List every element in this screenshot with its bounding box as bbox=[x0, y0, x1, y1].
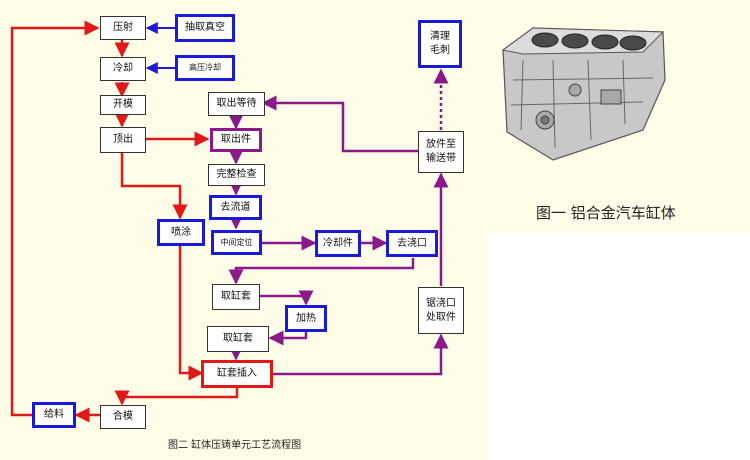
node-hemo: 合模 bbox=[100, 405, 146, 429]
node-gtcharu: 缸套插入 bbox=[201, 360, 273, 388]
node-qingli: 清理 毛刺 bbox=[418, 20, 462, 68]
node-jiare: 加热 bbox=[285, 305, 327, 332]
arrow-geiliao-yashe bbox=[10, 20, 100, 417]
arrow-jiare-qgt2 bbox=[268, 330, 308, 346]
node-qgt2: 取缸套 bbox=[207, 326, 269, 352]
node-geiliao: 给料 bbox=[32, 402, 76, 428]
node-yashe: 压射 bbox=[100, 16, 146, 40]
arrow-gtcharu-jujiaokou bbox=[272, 333, 449, 376]
engine-block-image bbox=[501, 27, 666, 161]
node-gaoya: 高压冷却 bbox=[175, 55, 235, 81]
arrow-dingchu-pentu bbox=[120, 152, 188, 220]
node-jujiaokou: 锯浇口 处取件 bbox=[418, 287, 464, 334]
node-jiaokou: 去浇口 bbox=[386, 230, 438, 257]
photo-caption: 图一 铝合金汽车缸体 bbox=[536, 204, 676, 222]
arrow-fangjian-qcdengdai bbox=[261, 95, 418, 153]
node-wanzheng: 完整检查 bbox=[208, 164, 265, 186]
arrow-pentu-gtcharu bbox=[178, 245, 204, 381]
node-qgt1: 取缸套 bbox=[212, 284, 260, 310]
arrow-jiaokou-qgt1 bbox=[228, 258, 415, 285]
node-qcdengdai: 取出等待 bbox=[208, 92, 265, 116]
node-lengquejian: 冷却件 bbox=[315, 230, 361, 257]
node-chouqu: 抽取真空 bbox=[175, 14, 235, 42]
node-pentu: 喷涂 bbox=[157, 219, 205, 246]
arrow-gtcharu-hemo bbox=[114, 386, 239, 406]
node-fangjian: 放件至 输送带 bbox=[418, 131, 464, 173]
node-dingchu: 顶出 bbox=[100, 127, 146, 153]
arrow-qgt1-jiare bbox=[260, 290, 314, 306]
diagram-title: 图二 缸体压铸单元工艺流程图 bbox=[168, 440, 302, 451]
node-zhongjian: 中间定位 bbox=[211, 230, 262, 255]
node-quchujian: 取出件 bbox=[210, 128, 262, 152]
node-kaimo: 开模 bbox=[100, 95, 146, 115]
node-liudao: 去流道 bbox=[209, 195, 262, 220]
node-lengque: 冷却 bbox=[100, 57, 146, 81]
